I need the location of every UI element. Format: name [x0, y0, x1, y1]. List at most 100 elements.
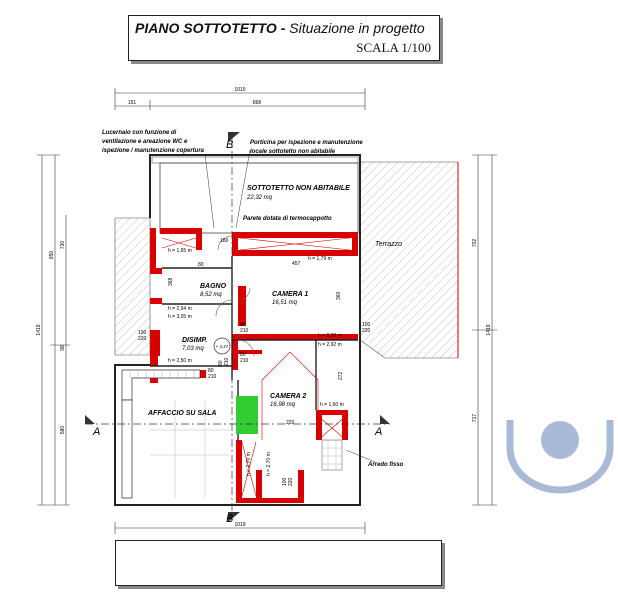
section-arrow-b-bottom [228, 512, 240, 522]
room-bagno-area: 8,52 mq [200, 292, 222, 298]
note-porticina-2: locale sottotetto non abitabile [250, 149, 336, 155]
room-disimp-area: 7,03 mq [182, 346, 204, 352]
note-lucernaio-3: ispezione / manutenzione copertura [102, 148, 205, 154]
height-160: h = 1,60 m [320, 402, 344, 408]
dim-left-a: 850 [49, 251, 55, 260]
level-marker [213, 337, 231, 355]
dim-inner-360: 360 [336, 291, 342, 300]
section-label-b-top: B [226, 139, 233, 151]
room-sottotetto-area: 22,32 mq [246, 195, 273, 201]
door-6-height: 220 [288, 477, 294, 486]
room-disimp-name: DISIMP. [182, 337, 207, 344]
height-298: h = 2,98 m [318, 333, 342, 339]
room-camera1-name: CAMERA 1 [272, 291, 308, 298]
section-label-a-right: A [374, 426, 382, 438]
dim-top-right: 868 [253, 100, 262, 106]
door-2-height: 210 [240, 328, 249, 334]
section-label-a-left: A [92, 426, 100, 438]
door-1-height: 220 [138, 336, 147, 342]
height-305: h = 3,05 m [168, 314, 192, 320]
door-4-height: 220 [362, 328, 371, 334]
dim-top-left: 151 [128, 100, 137, 106]
door-9-width: 80 [198, 262, 204, 268]
stair-treads [129, 370, 195, 378]
arredo-fisso-block [321, 439, 343, 471]
door-4-width: 100 [362, 322, 371, 328]
room-bagno-name: BAGNO [200, 283, 227, 290]
door-3-width: 80 [240, 352, 246, 358]
dim-right-b: 717 [472, 414, 478, 423]
red-walls [150, 228, 358, 503]
section-arrow-a-left [85, 415, 95, 424]
room-camera2-area: 16,98 mq [270, 402, 296, 408]
dim-left-total: 1419 [36, 324, 42, 335]
dim-left-b: 730 [60, 241, 66, 250]
dim-inner-368: 368 [168, 277, 174, 286]
room-sottotetto-name: SOTTOTETTO NON ABITABILE [247, 185, 350, 192]
watermark-logo [506, 420, 614, 494]
section-lines [85, 135, 390, 520]
plan-title: PIANO SOTTOTETTO - Situazione in progett… [135, 20, 425, 36]
dim-inner-272: 272 [338, 371, 344, 380]
title-block: PIANO SOTTOTETTO - Situazione in progett… [128, 15, 440, 61]
door-6-width: 100 [282, 477, 288, 486]
note-parete: Parete dotata di termocappotto [243, 216, 332, 222]
note-lucernaio-2: ventilazione e areazione WC e [102, 139, 188, 145]
door-swings [215, 235, 255, 357]
note-lucernaio-1: Lucernaio con funzione di [102, 130, 177, 136]
room-terrazzo-name: Terrazzo [375, 241, 402, 248]
section-label-b-bottom: B [226, 513, 233, 525]
bottom-dimension [114, 522, 366, 534]
door-1-width: 130 [138, 330, 147, 336]
door-5-width: 80 [218, 360, 224, 366]
note-arredo: Arredo fisso [367, 462, 404, 468]
height-294: h = 2,94 m [168, 306, 192, 312]
dim-left-d: 580 [60, 426, 66, 435]
door-8-width: 180 [220, 238, 229, 244]
door-5-height: 210 [224, 357, 230, 366]
outer-walls [114, 154, 361, 506]
dim-bottom-total: 1019 [234, 522, 245, 528]
stair-railing [121, 369, 201, 499]
camera2-ridge [261, 351, 319, 381]
height-270-a: h = 2,70 m [246, 452, 252, 476]
scale-label: SCALA 1/100 [356, 40, 431, 55]
dim-inner-220: 220 [286, 420, 295, 426]
right-dimensions [472, 154, 497, 506]
level-text: + 4,47 [216, 344, 229, 349]
affaccio-lines [150, 400, 230, 498]
room-affaccio-name: AFFACCIO SU SALA [147, 410, 216, 417]
door-7-height: 210 [208, 374, 217, 380]
left-dimensions [37, 154, 70, 506]
top-dimensions [114, 88, 366, 110]
height-165: h = 1,65 m [168, 248, 192, 254]
height-250: h = 2,50 m [168, 358, 192, 364]
top-wall-inner [151, 156, 359, 164]
height-292: h = 2,92 m [318, 342, 342, 348]
title-sub-text: Situazione in progetto [285, 20, 425, 36]
terrazzo-area [359, 161, 459, 359]
window-blocks [161, 237, 351, 497]
bottom-label-box [115, 540, 442, 586]
dim-right-total: 1419 [486, 324, 492, 335]
green-element [236, 396, 258, 434]
dim-top-total: 1019 [234, 87, 245, 93]
door-2-width: 80 [240, 322, 246, 328]
door-3-height: 210 [240, 358, 249, 364]
arredo-leader [345, 449, 376, 463]
dim-left-c: 98 [60, 345, 66, 351]
note-porticina-1: Porticina per ispezione e manutenzione [250, 140, 363, 146]
room-camera1-area: 16,51 mq [272, 300, 298, 306]
title-main-text: PIANO SOTTOTETTO - [135, 20, 286, 36]
note-lucernaio-leader [204, 153, 215, 229]
note-porticina-leader [235, 149, 251, 229]
dim-inner-457: 457 [292, 261, 301, 267]
height-179: h = 1,79 m [308, 256, 332, 262]
room-camera2-name: CAMERA 2 [270, 393, 306, 400]
section-arrow-a-right [380, 415, 390, 424]
section-arrow-b-top [228, 132, 240, 142]
dim-right-a: 702 [472, 239, 478, 248]
door-7-width: 80 [208, 368, 214, 374]
height-270-b: h = 2,70 m [266, 452, 272, 476]
